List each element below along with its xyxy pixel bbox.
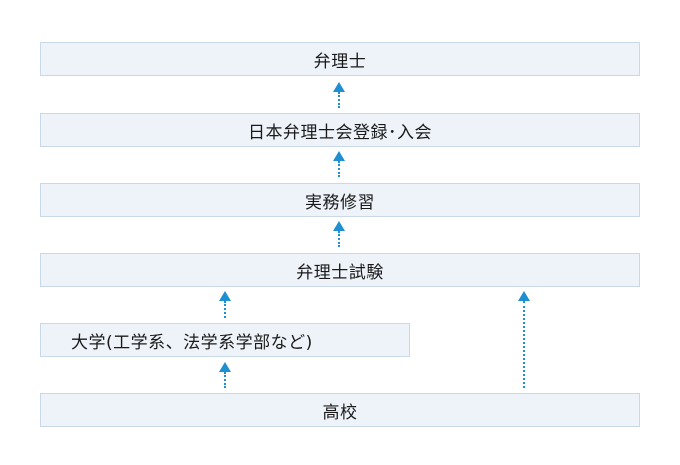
arrow-head (219, 362, 231, 372)
arrow-shaft (523, 301, 525, 388)
arrow-head (219, 291, 231, 301)
arrow-shaft (338, 92, 340, 108)
arrow-highschool-to-university (219, 362, 231, 388)
node-exam: 弁理士試験 (40, 253, 640, 287)
node-university-label: 大学(工学系、法学系学部など) (71, 332, 313, 353)
arrow-head (333, 221, 345, 231)
arrow-shaft (224, 372, 226, 388)
arrow-exam-to-training (333, 221, 345, 247)
node-university: 大学(工学系、法学系学部など) (40, 323, 410, 357)
arrow-head (333, 82, 345, 92)
node-benrishi-label: 弁理士 (313, 51, 367, 72)
node-registration: 日本弁理士会登録･入会 (40, 113, 640, 147)
arrow-shaft (224, 301, 226, 318)
arrow-university-to-exam (219, 291, 231, 318)
node-training: 実務修習 (40, 183, 640, 217)
arrow-training-to-registration (333, 151, 345, 177)
arrow-shaft (338, 161, 340, 177)
node-registration-label: 日本弁理士会登録･入会 (248, 122, 432, 143)
arrow-head (518, 291, 530, 301)
node-high-school: 高校 (40, 393, 640, 427)
node-high-school-label: 高校 (322, 402, 358, 423)
arrow-registration-to-benrishi (333, 82, 345, 108)
arrow-highschool-to-exam (518, 291, 530, 388)
arrow-shaft (338, 231, 340, 247)
node-training-label: 実務修習 (305, 192, 375, 213)
arrow-head (333, 151, 345, 161)
node-exam-label: 弁理士試験 (296, 262, 384, 283)
node-benrishi: 弁理士 (40, 42, 640, 76)
